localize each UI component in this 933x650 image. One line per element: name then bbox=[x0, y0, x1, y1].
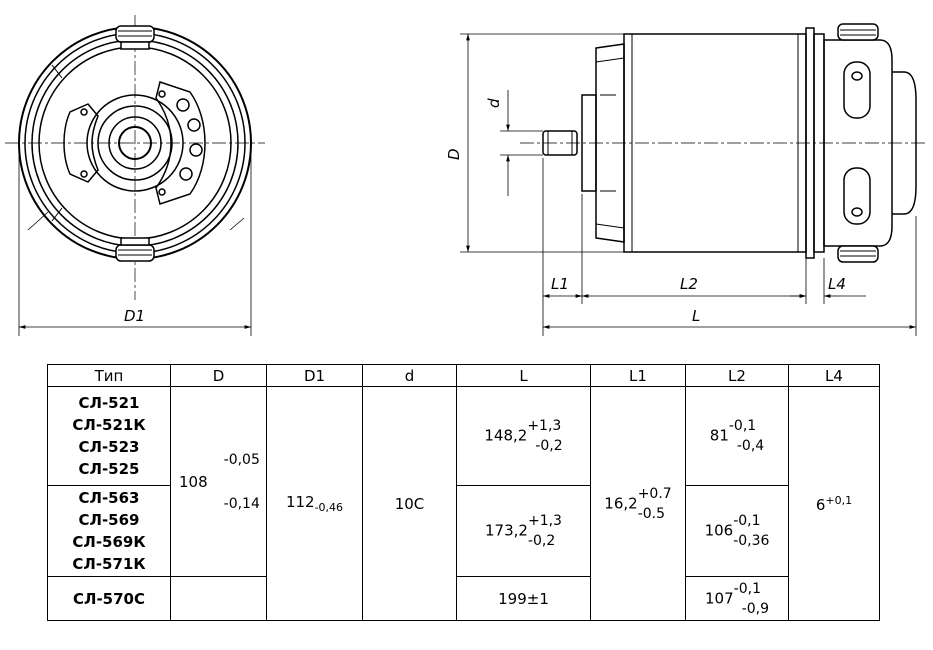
header-L1: L1 bbox=[590, 364, 686, 387]
table-row: СЛ-563 СЛ-569 СЛ-569К СЛ-571К 173,2+1,3 -… bbox=[47, 485, 880, 577]
type-item: СЛ-569 bbox=[78, 511, 140, 529]
label-L2: L2 bbox=[680, 275, 698, 293]
L2-base: 106 bbox=[704, 521, 734, 540]
label-D1: D1 bbox=[124, 307, 145, 325]
table-header-row: Тип D D1 d L L1 L2 L4 bbox=[47, 364, 880, 387]
type-item: СЛ-525 bbox=[78, 460, 140, 478]
header-L4: L4 bbox=[788, 364, 880, 387]
L-base: 173,2 bbox=[485, 521, 528, 540]
L-lower-tol: -0,2 bbox=[535, 438, 563, 454]
L-upper-tol: +1,3 bbox=[527, 418, 562, 434]
type-item: СЛ-521К bbox=[72, 416, 146, 434]
type-item: СЛ-521 bbox=[78, 394, 140, 412]
type-item: СЛ-569К bbox=[72, 533, 146, 551]
L2-base: 81 bbox=[709, 426, 729, 445]
cell-L: 148,2+1,3 -0,2 bbox=[456, 386, 591, 486]
header-d: d bbox=[362, 364, 457, 387]
L4-base: 6 bbox=[815, 495, 826, 514]
label-L: L bbox=[692, 307, 700, 325]
cell-L: 199±1 bbox=[456, 576, 591, 621]
dim-extensions bbox=[542, 158, 917, 336]
L2-upper-tol: -0,1 bbox=[728, 418, 757, 434]
table-row: СЛ-570С 199±1 107-0,1 -0,9 bbox=[47, 576, 880, 621]
L2-lower-tol: -0,9 bbox=[741, 600, 769, 617]
type-item: СЛ-571К bbox=[72, 555, 146, 573]
D-lower-tol: -0,14 bbox=[223, 495, 260, 512]
cell-d: 10С bbox=[362, 386, 457, 621]
L1-base: 16,2 bbox=[604, 494, 638, 512]
dim-D bbox=[460, 33, 624, 253]
header-L: L bbox=[456, 364, 591, 387]
type-list: СЛ-521 СЛ-521К СЛ-523 СЛ-525 bbox=[47, 386, 171, 486]
cell-D1: 112-0,46 bbox=[266, 386, 363, 621]
L2-lower-tol: -0,4 bbox=[736, 438, 765, 454]
L2-upper-tol: -0,1 bbox=[733, 513, 761, 529]
type-item: СЛ-570С bbox=[72, 589, 145, 608]
L2-base: 107 bbox=[705, 589, 734, 607]
dim-D1 bbox=[18, 150, 252, 336]
D-base: 108 bbox=[179, 472, 208, 491]
D1-base: 112 bbox=[285, 493, 315, 511]
label-L4: L4 bbox=[828, 275, 846, 293]
header-L2: L2 bbox=[685, 364, 789, 387]
label-d: d bbox=[485, 98, 503, 108]
L-lower-tol: -0,2 bbox=[527, 533, 556, 549]
L1-upper-tol: +0.7 bbox=[637, 485, 672, 502]
cell-L2: 107-0,1 -0,9 bbox=[685, 576, 789, 621]
L-base: 148,2 bbox=[484, 426, 528, 445]
table-row: СЛ-521 СЛ-521К СЛ-523 СЛ-525 108 -0,05 -… bbox=[47, 386, 880, 621]
L-upper-tol: +1,3 bbox=[527, 513, 562, 529]
L2-upper-tol: -0,1 bbox=[733, 580, 761, 597]
motor-drawing: D1 bbox=[5, 15, 925, 336]
dim-d bbox=[500, 90, 543, 196]
L4-upper-tol: +0,1 bbox=[825, 493, 853, 507]
type-list: СЛ-570С bbox=[47, 576, 171, 621]
L1-lower-tol: -0.5 bbox=[637, 505, 666, 522]
label-L1: L1 bbox=[551, 275, 569, 293]
cell-L2: 106-0,1 -0,36 bbox=[685, 485, 789, 577]
type-item: СЛ-523 bbox=[78, 438, 140, 456]
front-view bbox=[5, 15, 265, 300]
cell-L4: 6+0,1 bbox=[788, 386, 880, 621]
side-view bbox=[520, 23, 925, 263]
type-item: СЛ-563 bbox=[78, 489, 140, 507]
spec-table: Тип D D1 d L L1 L2 L4 СЛ-521 СЛ-521К СЛ-… bbox=[47, 364, 880, 621]
header-type: Тип bbox=[47, 364, 171, 387]
cell-L1: 16,2+0.7 -0.5 bbox=[590, 386, 686, 621]
cell-D-empty bbox=[170, 576, 267, 621]
type-list: СЛ-563 СЛ-569 СЛ-569К СЛ-571К bbox=[47, 485, 171, 577]
L2-lower-tol: -0,36 bbox=[733, 533, 770, 549]
label-D: D bbox=[445, 148, 463, 160]
D-upper-tol: -0,05 bbox=[223, 451, 260, 468]
cell-L2: 81-0,1 -0,4 bbox=[685, 386, 789, 486]
D1-lower-tol: -0,46 bbox=[314, 501, 344, 514]
header-D: D bbox=[170, 364, 267, 387]
header-D1: D1 bbox=[266, 364, 363, 387]
cell-D: 108 -0,05 -0,14 bbox=[170, 386, 267, 577]
cell-L: 173,2+1,3 -0,2 bbox=[456, 485, 591, 577]
